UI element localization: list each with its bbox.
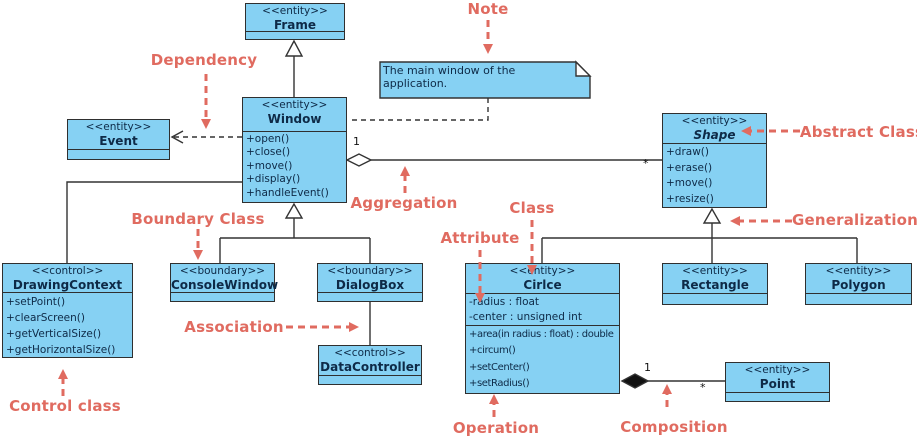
operations-compartment: +area(in radius : float) : double +circu…	[466, 325, 619, 393]
stereotype: <<entity>>	[682, 265, 748, 277]
operation: +open()	[246, 133, 290, 145]
operation: +setRadius()	[469, 377, 530, 389]
empty-compartment	[806, 293, 911, 304]
stereotype: <<boundary>>	[179, 265, 266, 277]
class-name: Event	[99, 134, 138, 148]
class-event[interactable]: <<entity>> Event	[67, 119, 170, 160]
operation: +close()	[246, 146, 291, 159]
class-name: DataController	[320, 360, 420, 374]
annotation-generalization: Generalization	[791, 211, 917, 229]
annotation-composition: Composition	[620, 418, 728, 436]
class-circle[interactable]: <<entity>> Cirlce -radius : float -cente…	[465, 263, 620, 394]
class-drawingcontext[interactable]: <<control>> DrawingContext +setPoint() +…	[2, 263, 133, 358]
annotation-operation: Operation	[452, 419, 540, 436]
operation: +resize()	[666, 192, 714, 205]
class-consolewindow[interactable]: <<boundary>> ConsoleWindow	[170, 263, 279, 302]
attributes-compartment: -radius : float -center : unsigned int	[466, 293, 619, 325]
class-rectangle[interactable]: <<entity>> Rectangle	[662, 263, 768, 305]
stereotype: <<entity>>	[681, 115, 748, 127]
annotation-abstract-class: Abstract Class	[799, 123, 917, 141]
stereotype: <<entity>>	[744, 364, 811, 376]
class-name: Window	[267, 112, 322, 126]
annotation-class: Class	[509, 199, 555, 217]
empty-compartment	[319, 375, 421, 384]
operation: +circum()	[469, 345, 516, 357]
class-shape[interactable]: <<entity>> Shape +draw() +erase() +move(…	[662, 113, 767, 208]
empty-compartment	[726, 392, 829, 401]
operation: +area(in radius : float) : double	[469, 329, 614, 340]
dependency-window-event	[170, 130, 242, 144]
multiplicity: *	[700, 381, 706, 394]
class-name: Point	[759, 377, 796, 391]
empty-compartment	[171, 292, 274, 301]
stereotype: <<boundary>>	[327, 265, 413, 277]
operation: +erase()	[666, 161, 713, 174]
operation: +getVerticalSize()	[6, 328, 102, 340]
class-name: Rectangle	[681, 278, 749, 292]
attribute: -center : unsigned int	[469, 311, 582, 323]
annotation-association: Association	[184, 318, 284, 336]
empty-compartment	[663, 293, 767, 304]
aggregation-window-shape	[345, 153, 662, 167]
note-anchor-line	[348, 98, 489, 121]
operation: +clearScreen()	[6, 312, 85, 324]
composition-circle-point	[620, 373, 725, 389]
operation: +setPoint()	[6, 296, 66, 308]
empty-compartment	[246, 31, 344, 39]
stereotype: <<entity>>	[261, 99, 328, 111]
annotation-attribute: Attribute	[440, 229, 520, 247]
empty-compartment	[318, 292, 422, 301]
class-name: Polygon	[831, 278, 886, 292]
class-window[interactable]: <<entity>> Window +open() +close() +move…	[242, 97, 347, 203]
class-name: DialogBox	[335, 278, 405, 292]
operation: +handleEvent()	[246, 186, 329, 199]
operations-compartment: +draw() +erase() +move() +resize()	[663, 143, 766, 207]
multiplicity: 1	[353, 135, 360, 148]
annotation-aggregation: Aggregation	[350, 194, 458, 212]
operation: +getHorizontalSize()	[6, 344, 116, 356]
annotation-control-class: Control class	[9, 397, 121, 415]
class-name: Cirlce	[523, 278, 562, 292]
operations-compartment: +setPoint() +clearScreen() +getVerticalS…	[3, 292, 132, 357]
class-name: DrawingContext	[12, 278, 123, 292]
operation: +setCenter()	[469, 361, 530, 373]
annotation-dependency: Dependency	[150, 51, 258, 69]
class-name: ConsoleWindow	[171, 278, 279, 292]
multiplicity: 1	[644, 361, 651, 374]
class-polygon[interactable]: <<entity>> Polygon	[805, 263, 912, 305]
operation: +draw()	[666, 146, 709, 158]
class-name: Shape	[693, 128, 736, 142]
generalization-window-frame	[284, 39, 304, 97]
stereotype: <<control>>	[334, 347, 406, 359]
class-dialogbox[interactable]: <<boundary>> DialogBox	[317, 263, 423, 302]
class-name: Frame	[273, 18, 317, 32]
operation: +display()	[246, 173, 301, 186]
stereotype: <<entity>>	[825, 265, 892, 277]
operation: +move()	[666, 177, 713, 189]
operation: +move()	[246, 159, 293, 172]
note[interactable]: The main window of the application.	[380, 62, 590, 98]
stereotype: <<entity>>	[509, 265, 576, 277]
class-point[interactable]: <<entity>> Point	[725, 362, 830, 402]
note-text: The main window of the application.	[383, 64, 516, 90]
class-frame[interactable]: <<entity>> Frame	[245, 3, 345, 40]
stereotype: <<entity>>	[262, 5, 328, 17]
stereotype: <<entity>>	[85, 121, 152, 133]
operations-compartment: +open() +close() +move() +display() +han…	[243, 131, 346, 202]
stereotype: <<control>>	[31, 265, 104, 277]
multiplicity: *	[643, 157, 649, 170]
attribute: -radius : float	[469, 296, 540, 308]
empty-compartment	[68, 149, 169, 159]
annotation-note: Note	[467, 0, 509, 18]
class-datacontroller[interactable]: <<control>> DataController	[318, 345, 422, 385]
annotation-boundary-class: Boundary Class	[131, 210, 265, 228]
